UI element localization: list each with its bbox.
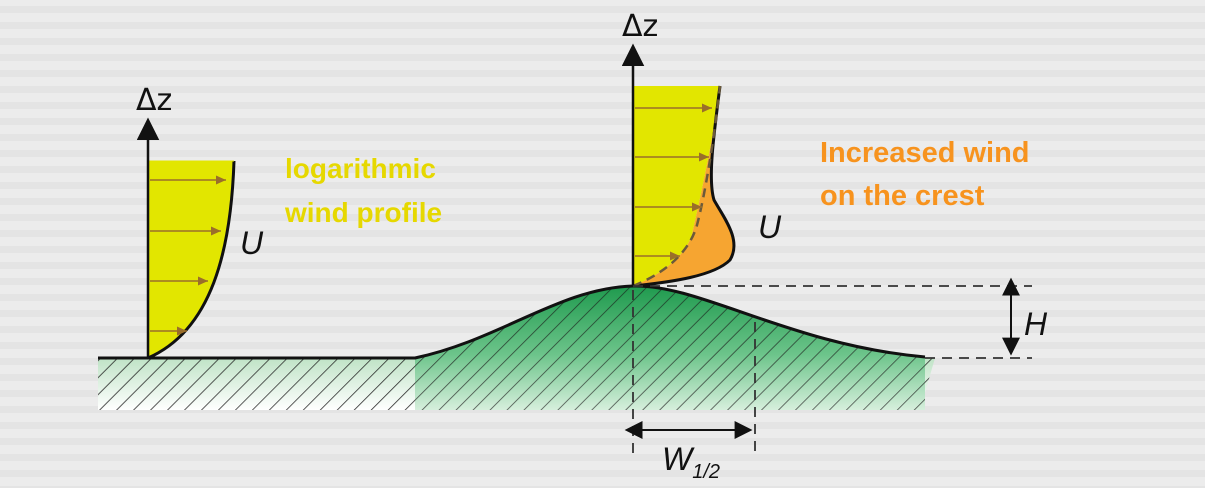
- background-band: [0, 278, 1205, 285]
- left-u-label: U: [240, 225, 264, 261]
- background-band: [0, 118, 1205, 125]
- half-width-sub: 1/2: [692, 461, 720, 483]
- right-wind-profile: [621, 43, 736, 288]
- background-band: [0, 486, 1205, 488]
- background-band: [0, 86, 1205, 93]
- background-band: [0, 166, 1205, 173]
- background-band: [0, 454, 1205, 461]
- background-band: [0, 230, 1205, 237]
- log-profile-label-line1: logarithmic: [285, 153, 436, 184]
- right-profile-arrows: [635, 103, 712, 261]
- background-band: [0, 38, 1205, 45]
- background-band: [0, 470, 1205, 477]
- background-band: [0, 70, 1205, 77]
- left-dz-label: Δz: [136, 83, 172, 118]
- log-profile-label-line2: wind profile: [284, 197, 442, 228]
- half-width-main: W: [662, 441, 695, 477]
- left-wind-profile: [136, 117, 236, 360]
- background-band: [0, 6, 1205, 13]
- background-band: [0, 198, 1205, 205]
- reference-profile-dashed: [632, 85, 722, 288]
- background-band: [0, 422, 1205, 429]
- left-profile-arrows: [150, 175, 226, 336]
- background-band: [0, 246, 1205, 253]
- background-band: [0, 262, 1205, 269]
- speedup-region: [633, 86, 734, 286]
- hill: [98, 284, 926, 410]
- background-band: [0, 150, 1205, 157]
- crest-label-line2: on the crest: [820, 180, 985, 212]
- background-band: [0, 54, 1205, 61]
- background-band: [0, 438, 1205, 445]
- height-label: H: [1024, 306, 1048, 342]
- right-u-label: U: [758, 209, 782, 245]
- background-band: [0, 214, 1205, 221]
- crest-label-line1: Increased wind: [820, 137, 1030, 169]
- background-band: [0, 22, 1205, 29]
- background-band: [0, 182, 1205, 189]
- half-width-label: W1/2: [662, 441, 720, 483]
- background-band: [0, 134, 1205, 141]
- background-band: [0, 102, 1205, 109]
- right-dz-label: Δz: [622, 9, 658, 44]
